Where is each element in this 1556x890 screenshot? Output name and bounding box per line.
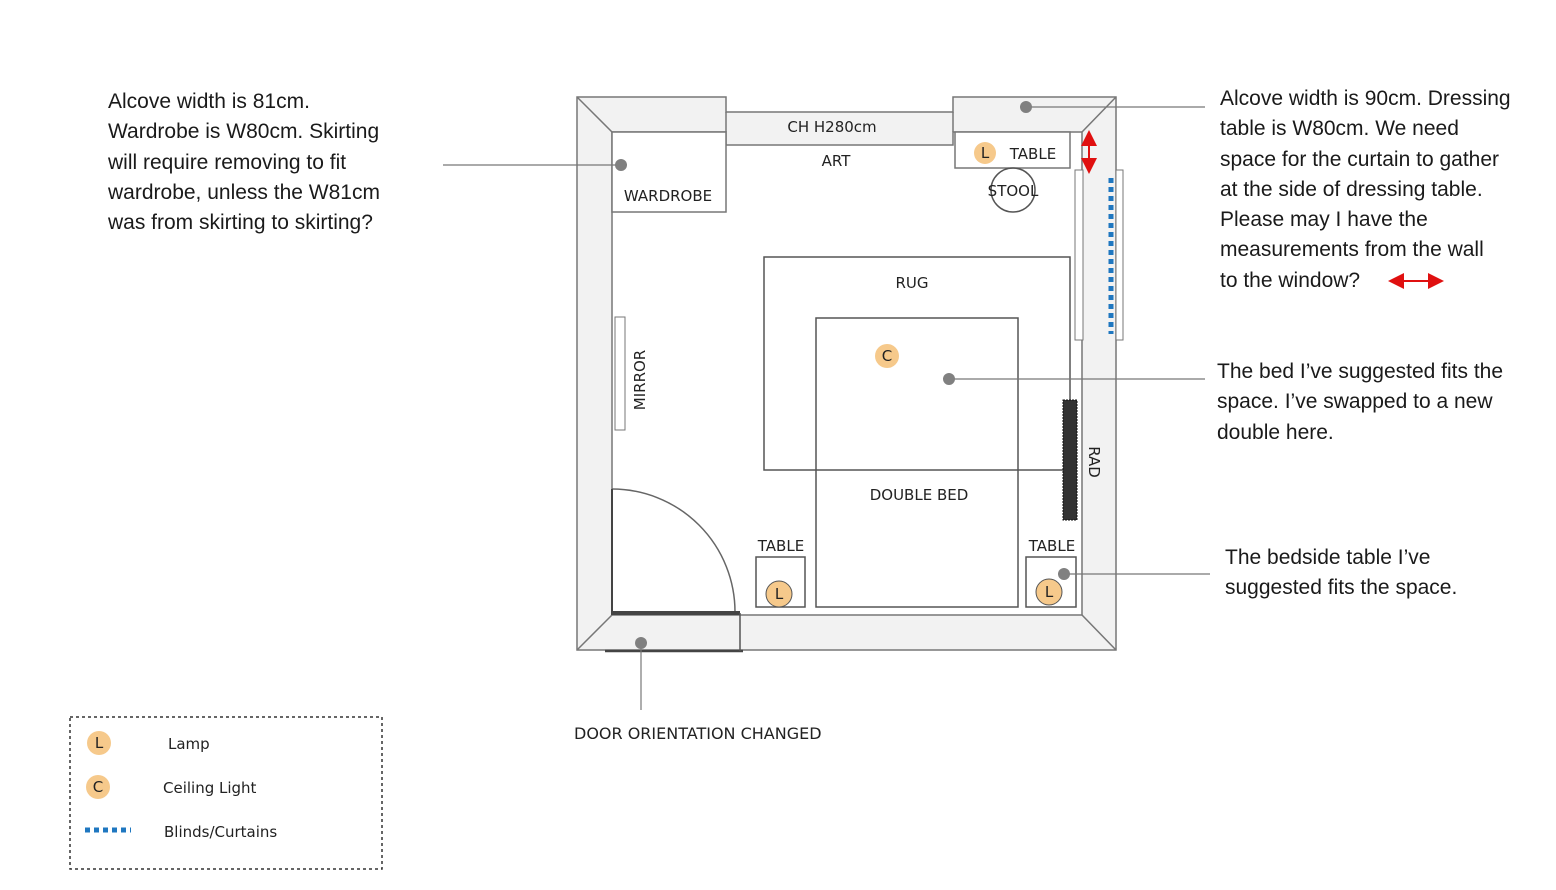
dressing-table-note: Alcove width is 90cm. Dressing table is … xyxy=(1220,84,1511,296)
note-line: Please may I have the xyxy=(1220,208,1428,232)
legend-ceiling-letter: C xyxy=(93,778,103,796)
wardrobe-label: WARDROBE xyxy=(624,187,712,205)
lamp-letter: L xyxy=(1045,583,1054,601)
window xyxy=(1074,169,1084,341)
window-frame xyxy=(1115,169,1124,341)
table-left-label: TABLE xyxy=(757,537,804,555)
stool xyxy=(990,167,1036,213)
legend-box xyxy=(69,716,383,870)
double-bed xyxy=(815,317,1019,608)
chimney-label: CH H280cm xyxy=(787,118,876,136)
note-line: was from skirting to skirting? xyxy=(108,211,373,235)
note-line: at the side of dressing table. xyxy=(1220,177,1483,201)
note-line: to the window? xyxy=(1220,268,1361,292)
wardrobe-note: Alcove width is 81cm. Wardrobe is W80cm.… xyxy=(108,87,380,238)
note-line: double here. xyxy=(1217,420,1334,444)
callout-lines xyxy=(443,106,1210,710)
legend-lamp-letter: L xyxy=(95,734,104,752)
wardrobe xyxy=(611,131,727,213)
note-line: wardrobe, unless the W81cm xyxy=(108,180,380,204)
note-line: will require removing to fit xyxy=(108,150,347,174)
walls xyxy=(576,96,1117,651)
legend-ceiling-label: Ceiling Light xyxy=(163,779,257,797)
note-line: The bed I’ve suggested fits the xyxy=(1217,360,1504,383)
mirror xyxy=(614,316,626,431)
legend-lamp-icon xyxy=(87,731,111,755)
radiator xyxy=(1062,399,1078,521)
note-line: suggested fits the space. xyxy=(1225,576,1458,600)
callout-dots xyxy=(615,101,1070,649)
ceiling-letter: C xyxy=(882,347,892,365)
bedside-note: The bedside table I’ve suggested fits th… xyxy=(1225,543,1457,604)
note-line: measurements from the wall xyxy=(1220,238,1484,262)
lamp-icon xyxy=(765,580,793,608)
note-line: space for the curtain to gather xyxy=(1220,147,1499,171)
lamp-letter: L xyxy=(981,144,990,162)
stool-label: STOOL xyxy=(988,182,1039,200)
note-line: space. I’ve swapped to a new xyxy=(1217,390,1493,414)
bed-label: DOUBLE BED xyxy=(870,486,969,504)
door-swing xyxy=(611,488,736,613)
ceiling-light-icon xyxy=(875,344,899,368)
note-line: Alcove width is 90cm. Dressing xyxy=(1220,87,1511,110)
legend-ceiling-icon xyxy=(86,775,110,799)
lamp-icon xyxy=(974,142,996,164)
rug xyxy=(763,256,1071,471)
door-note: DOOR ORIENTATION CHANGED xyxy=(574,724,822,743)
lamp-icon xyxy=(1035,578,1063,606)
table-label: TABLE xyxy=(1009,145,1056,163)
lamp-letter: L xyxy=(775,585,784,603)
legend-blinds-label: Blinds/Curtains xyxy=(164,823,278,841)
note-line: Wardrobe is W80cm. Skirting xyxy=(108,120,380,144)
mirror-label: MIRROR xyxy=(631,350,649,410)
bed-note: The bed I’ve suggested fits the space. I… xyxy=(1217,357,1503,448)
rad-label: RAD xyxy=(1085,446,1103,478)
table-right-label: TABLE xyxy=(1028,537,1075,555)
note-line: The bedside table I’ve xyxy=(1225,546,1431,569)
note-line: table is W80cm. We need xyxy=(1220,117,1459,141)
art-label: ART xyxy=(822,152,852,170)
rug-label: RUG xyxy=(895,274,928,292)
legend-lamp-label: Lamp xyxy=(168,735,210,753)
note-line: Alcove width is 81cm. xyxy=(108,90,310,113)
